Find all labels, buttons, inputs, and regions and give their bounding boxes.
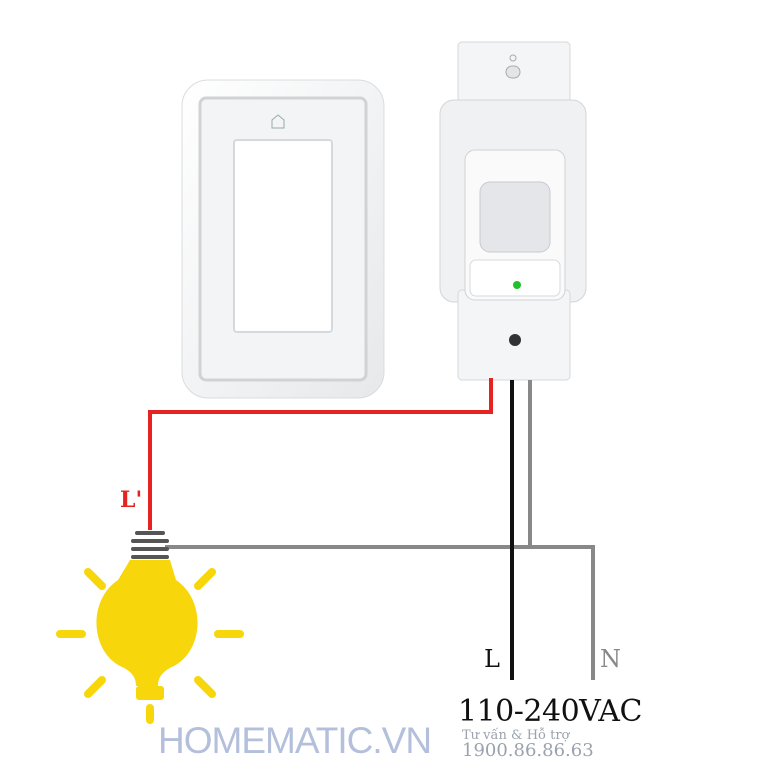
indicator-led: [513, 281, 521, 289]
light-bulb-icon: [56, 531, 244, 724]
load-line-label: L': [120, 487, 143, 513]
support-text: Tư vấn & Hỗ trợ: [462, 728, 570, 743]
motion-sensor-switch: [439, 41, 587, 381]
wall-plate: [181, 79, 385, 399]
plate-logo-icon: [271, 114, 285, 129]
support-phone: 1900.86.86.63: [462, 740, 594, 760]
brand-watermark: HOMEMATIC.VN: [158, 720, 432, 760]
neutral-wire: [165, 545, 595, 680]
line-label: L: [484, 645, 500, 673]
voltage-label: 110-240VAC: [458, 694, 642, 729]
load-wire: [148, 378, 493, 530]
neutral-label: N: [600, 645, 621, 673]
